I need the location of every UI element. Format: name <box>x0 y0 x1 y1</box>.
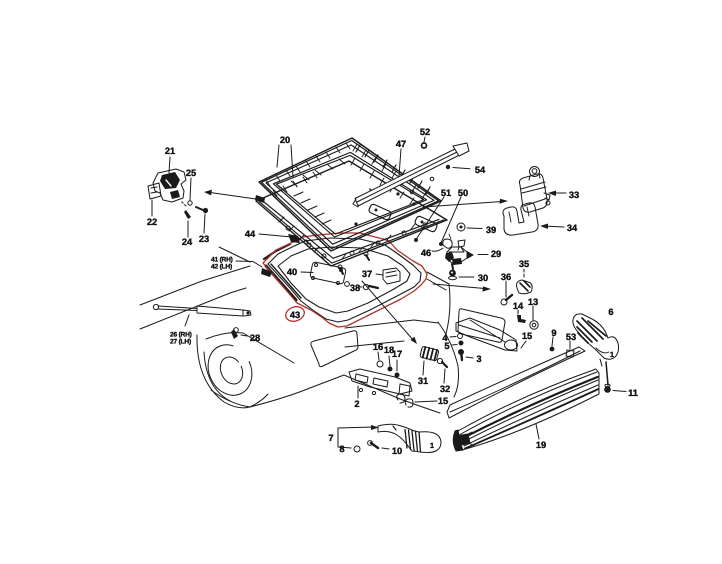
svg-text:40: 40 <box>287 267 297 277</box>
svg-text:22: 22 <box>147 217 157 227</box>
svg-text:9: 9 <box>551 328 556 338</box>
svg-text:35: 35 <box>519 259 529 269</box>
svg-text:24: 24 <box>182 237 193 247</box>
svg-text:47: 47 <box>396 139 406 149</box>
svg-text:41 (RH): 41 (RH) <box>211 257 233 264</box>
svg-text:20: 20 <box>280 135 290 145</box>
svg-text:37: 37 <box>362 269 372 279</box>
svg-text:3: 3 <box>476 354 481 364</box>
svg-text:36: 36 <box>501 272 511 282</box>
svg-text:1: 1 <box>430 441 434 450</box>
svg-text:27 (LH): 27 (LH) <box>170 339 191 346</box>
svg-text:46: 46 <box>421 248 431 258</box>
svg-text:42 (LH): 42 (LH) <box>211 264 232 271</box>
svg-text:26 (RH): 26 (RH) <box>170 332 192 339</box>
svg-text:33: 33 <box>569 190 579 200</box>
svg-text:15: 15 <box>522 331 532 341</box>
svg-text:21: 21 <box>165 146 175 156</box>
svg-text:34: 34 <box>567 223 578 233</box>
svg-text:1: 1 <box>610 350 614 359</box>
svg-text:2: 2 <box>354 399 359 409</box>
svg-text:38: 38 <box>350 283 360 293</box>
svg-text:29: 29 <box>491 249 501 259</box>
svg-text:6: 6 <box>608 307 613 317</box>
svg-text:16: 16 <box>373 342 383 352</box>
svg-text:50: 50 <box>458 188 468 198</box>
svg-text:51: 51 <box>441 188 451 198</box>
svg-text:18: 18 <box>384 345 394 355</box>
svg-text:4: 4 <box>442 333 448 343</box>
svg-text:30: 30 <box>478 273 488 283</box>
svg-text:11: 11 <box>628 388 638 398</box>
svg-text:28: 28 <box>250 333 260 343</box>
svg-text:32: 32 <box>440 384 450 394</box>
svg-text:14: 14 <box>513 301 524 311</box>
svg-text:53: 53 <box>566 332 576 342</box>
svg-text:13: 13 <box>528 297 538 307</box>
svg-text:10: 10 <box>392 446 402 456</box>
svg-text:15: 15 <box>438 396 448 406</box>
svg-text:54: 54 <box>475 165 486 175</box>
svg-text:8: 8 <box>339 444 344 454</box>
svg-text:23: 23 <box>199 234 209 244</box>
svg-text:52: 52 <box>420 127 430 137</box>
svg-text:44: 44 <box>245 229 256 239</box>
svg-text:43: 43 <box>290 310 300 320</box>
svg-text:17: 17 <box>392 349 402 359</box>
svg-text:5: 5 <box>444 341 449 351</box>
svg-text:31: 31 <box>418 376 428 386</box>
svg-text:25: 25 <box>186 168 196 178</box>
svg-text:19: 19 <box>536 440 546 450</box>
svg-text:7: 7 <box>328 433 333 443</box>
svg-text:39: 39 <box>486 225 496 235</box>
